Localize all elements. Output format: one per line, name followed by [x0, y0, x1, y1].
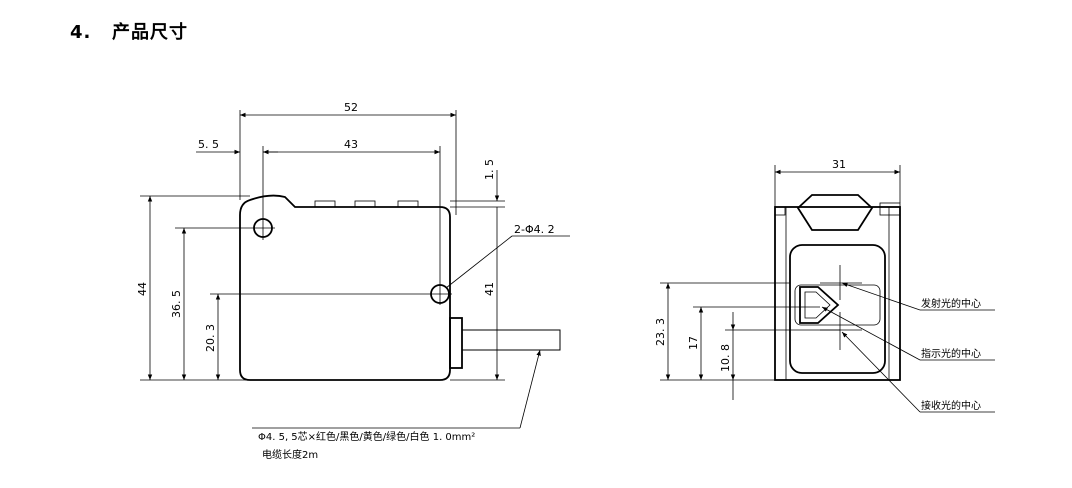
indicator-lens	[799, 286, 840, 324]
cable-length: 电缆长度2m	[262, 448, 318, 461]
dim-top-step: 1. 5	[483, 159, 496, 180]
section-number: 4.	[70, 22, 92, 43]
side-view: 52 43 5. 5 1. 5 44 36. 5 20. 3 41 2-Φ4. …	[136, 101, 570, 461]
dim-width-overall: 52	[344, 101, 358, 114]
label-receiver: 接收光的中心	[921, 399, 981, 412]
cable	[461, 329, 561, 351]
hole-callout: 2-Φ4. 2	[514, 223, 555, 236]
front-body-outline	[774, 206, 901, 381]
top-tab-3	[397, 200, 419, 208]
dim-height-body: 41	[483, 282, 496, 296]
sensor-body-outline	[239, 194, 451, 381]
section-title: 产品尺寸	[112, 22, 188, 43]
cable-gland	[449, 317, 463, 369]
dim-receiver-height: 10. 8	[719, 344, 732, 372]
top-tab-1	[314, 200, 336, 208]
dim-hole-spacing: 43	[344, 138, 358, 151]
top-connector-cavity	[796, 194, 874, 231]
section-heading: 4. 产品尺寸	[70, 18, 188, 44]
dim-height-lower-hole: 20. 3	[204, 324, 217, 352]
dim-front-width: 31	[832, 158, 846, 171]
cable-spec: Φ4. 5, 5芯×红色/黑色/黄色/绿色/白色 1. 0mm²	[258, 430, 475, 443]
top-tab-2	[354, 200, 376, 208]
dim-hole-offset: 5. 5	[198, 138, 219, 151]
lens-window	[789, 244, 886, 374]
dim-indicator-height: 17	[687, 336, 700, 350]
dim-emitter-height: 23. 3	[654, 318, 667, 346]
front-view: 31 23. 3 17 10. 8 发射光的中心 指示光的中心 接收光的中心	[654, 158, 995, 413]
label-emitter: 发射光的中心	[921, 297, 981, 310]
dim-height-upper-hole: 36. 5	[170, 290, 183, 318]
label-indicator: 指示光的中心	[921, 347, 981, 360]
dim-height-overall: 44	[136, 282, 149, 296]
